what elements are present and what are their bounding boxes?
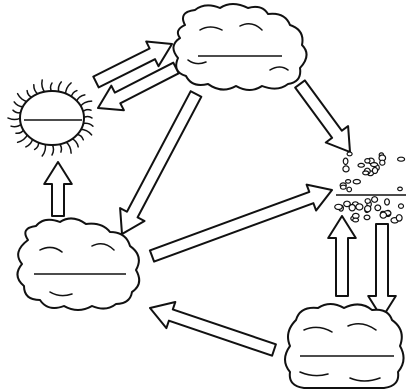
arrow-left-lump-to-spiky-ball [43,161,73,217]
pebble [397,203,405,209]
pebble [346,186,353,193]
pebble [345,178,352,184]
arrow-pebbles-to-bottom-layered [367,223,397,319]
left-lump-shape [16,217,141,311]
pebble [342,157,349,166]
pebble [371,166,379,175]
pebble [379,159,386,166]
pebble [363,214,371,221]
arrow-top-cloud-to-pebbles [294,79,351,153]
left-lump-detail [39,243,115,297]
pebble [395,214,403,222]
pebble [352,217,360,223]
pebble [364,204,372,213]
pebble [357,162,366,168]
top-cloud-shape [172,3,308,91]
bottom-layered-detail [299,323,381,382]
bottom-layered-node [284,303,405,389]
pebble [384,198,391,206]
pebble [379,211,388,219]
arrow-spiky-ball-to-top-cloud [92,40,173,89]
pebble [339,184,347,190]
pebble [364,158,371,164]
pebble [371,196,379,203]
pebble [397,156,406,162]
arrow-top-cloud-to-spiky-ball [97,61,180,112]
pebble [346,151,353,157]
pebble [374,204,382,212]
pebbles-shape [334,151,406,224]
spiky-ball-node [7,79,94,157]
pebble [364,198,371,204]
arrow-bottom-layered-to-left-lump [149,301,277,357]
pebble [370,162,379,168]
pebble [342,165,350,173]
pebble [397,186,403,192]
spiky-ball-shape [19,90,85,146]
pebbles-node [334,151,406,224]
pebble [348,203,356,212]
arrow-top-cloud-to-left-lump [119,90,203,235]
arrow-bottom-layered-to-pebbles [327,215,357,297]
pebble [334,203,343,211]
pebble [352,178,361,185]
left-lump-node [16,217,141,311]
pebble [343,200,351,208]
pebble [362,170,370,176]
pebble [355,203,364,211]
arrow-layer [43,40,397,357]
top-cloud-detail [187,23,289,71]
bottom-layered-shape [284,303,405,389]
top-cloud-node [172,3,308,91]
arrow-left-lump-to-pebbles [148,183,333,263]
